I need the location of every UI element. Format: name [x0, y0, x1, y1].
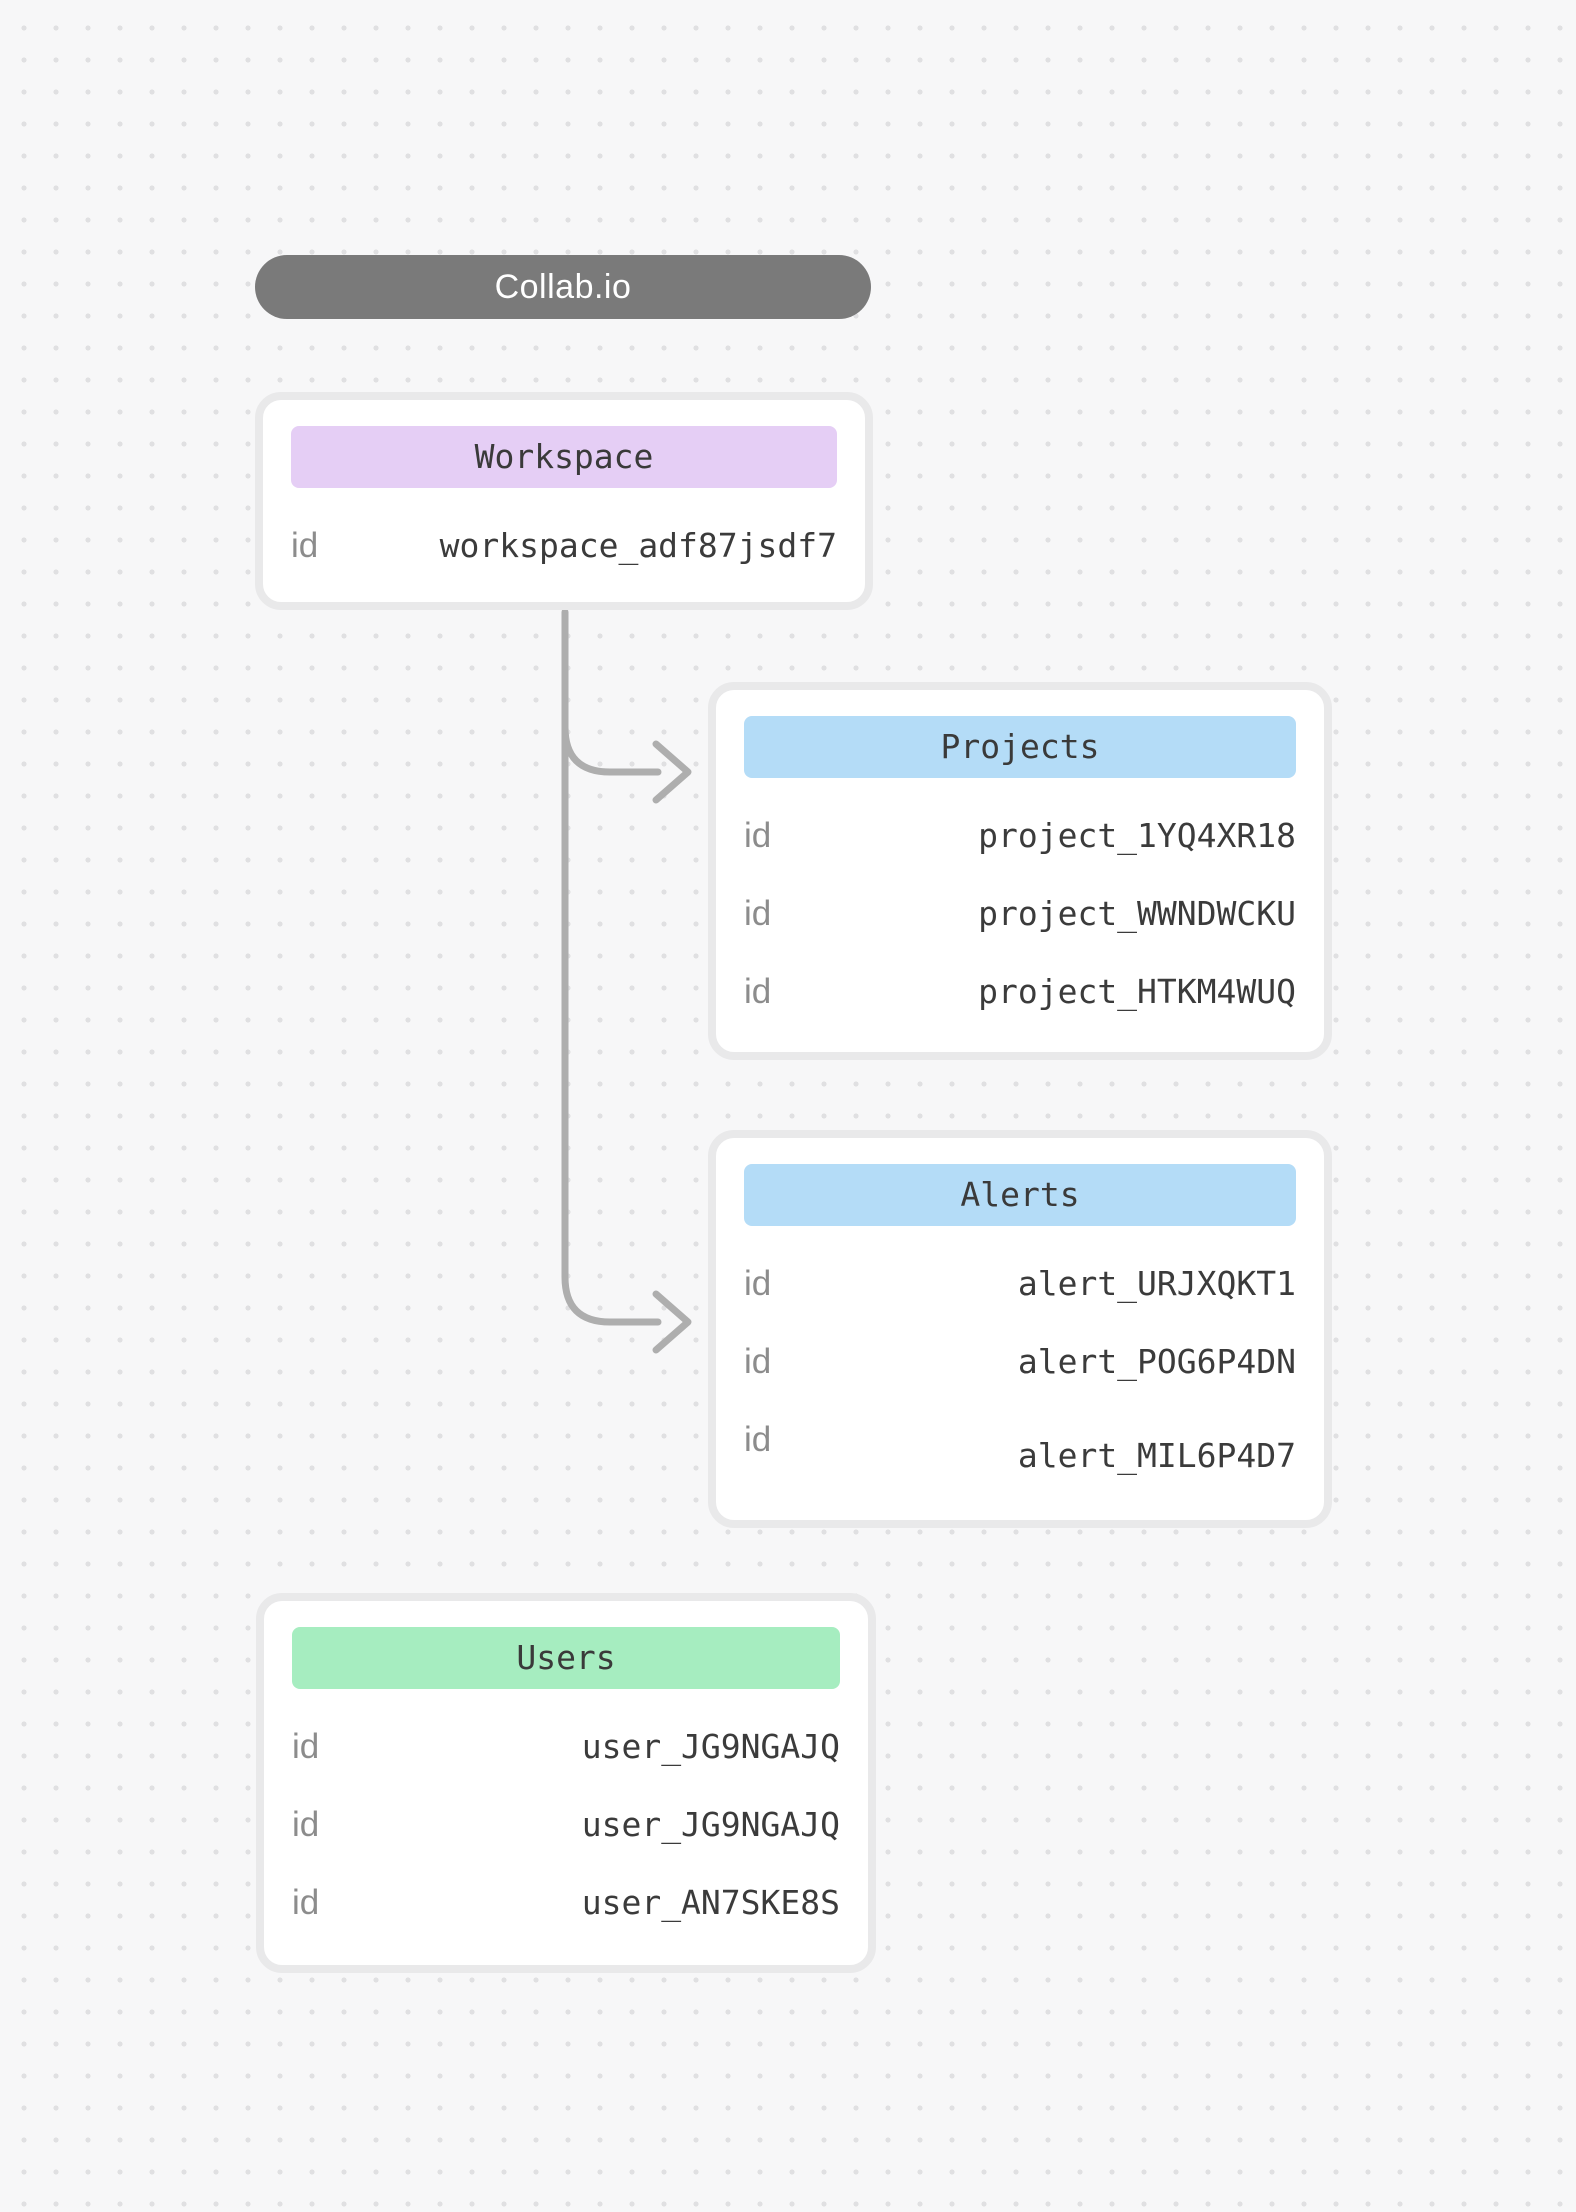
table-row: id workspace_adf87jsdf7	[291, 526, 837, 566]
field-value: user_AN7SKE8S	[581, 1883, 840, 1922]
entity-card-projects[interactable]: Projects id project_1YQ4XR18 id project_…	[708, 682, 1332, 1060]
field-label: id	[744, 1342, 772, 1381]
field-label: id	[744, 1420, 772, 1459]
field-label: id	[292, 1883, 320, 1922]
field-value: user_JG9NGAJQ	[581, 1805, 840, 1844]
field-value: alert_MIL6P4D7	[1017, 1436, 1296, 1475]
entity-card-workspace[interactable]: Workspace id workspace_adf87jsdf7	[255, 392, 873, 610]
table-row: id alert_POG6P4DN	[744, 1342, 1296, 1382]
field-value: alert_POG6P4DN	[1017, 1342, 1296, 1381]
users-card-header: Users	[292, 1627, 840, 1689]
alerts-card-title: Alerts	[960, 1175, 1080, 1214]
table-row: id user_AN7SKE8S	[292, 1883, 840, 1923]
alerts-card-header: Alerts	[744, 1164, 1296, 1226]
field-label: id	[292, 1727, 320, 1766]
workspace-to-alerts-connector	[561, 608, 662, 1326]
workspace-card-header: Workspace	[291, 426, 837, 488]
field-label: id	[744, 816, 772, 855]
field-value: workspace_adf87jsdf7	[439, 526, 837, 565]
field-value: user_JG9NGAJQ	[581, 1727, 840, 1766]
field-value: alert_URJXQKT1	[1017, 1264, 1296, 1303]
table-row: id project_1YQ4XR18	[744, 816, 1296, 856]
users-card-title: Users	[516, 1638, 616, 1677]
field-value: project_1YQ4XR18	[978, 816, 1296, 855]
field-label: id	[744, 972, 772, 1011]
table-row: id alert_URJXQKT1	[744, 1264, 1296, 1304]
workspace-card-title: Workspace	[474, 437, 654, 476]
table-row: id user_JG9NGAJQ	[292, 1727, 840, 1767]
field-label: id	[292, 1805, 320, 1844]
field-value: project_WWNDWCKU	[978, 894, 1296, 933]
app-title-pill[interactable]: Collab.io	[255, 255, 871, 319]
field-value: project_HTKM4WUQ	[978, 972, 1296, 1011]
entity-card-alerts[interactable]: Alerts id alert_URJXQKT1 id alert_POG6P4…	[708, 1130, 1332, 1528]
app-title: Collab.io	[494, 268, 632, 306]
field-label: id	[744, 1264, 772, 1303]
table-row: id project_HTKM4WUQ	[744, 972, 1296, 1012]
arrowhead-alerts-icon	[652, 1290, 692, 1354]
projects-card-title: Projects	[940, 727, 1100, 766]
field-label: id	[744, 894, 772, 933]
workspace-to-projects-connector	[561, 723, 662, 776]
table-row: id project_WWNDWCKU	[744, 894, 1296, 934]
entity-card-users[interactable]: Users id user_JG9NGAJQ id user_JG9NGAJQ …	[256, 1593, 876, 1973]
table-row: id user_JG9NGAJQ	[292, 1805, 840, 1845]
table-row: id alert_MIL6P4D7	[744, 1420, 1296, 1475]
arrowhead-projects-icon	[652, 740, 692, 804]
projects-card-header: Projects	[744, 716, 1296, 778]
field-label: id	[291, 526, 319, 565]
